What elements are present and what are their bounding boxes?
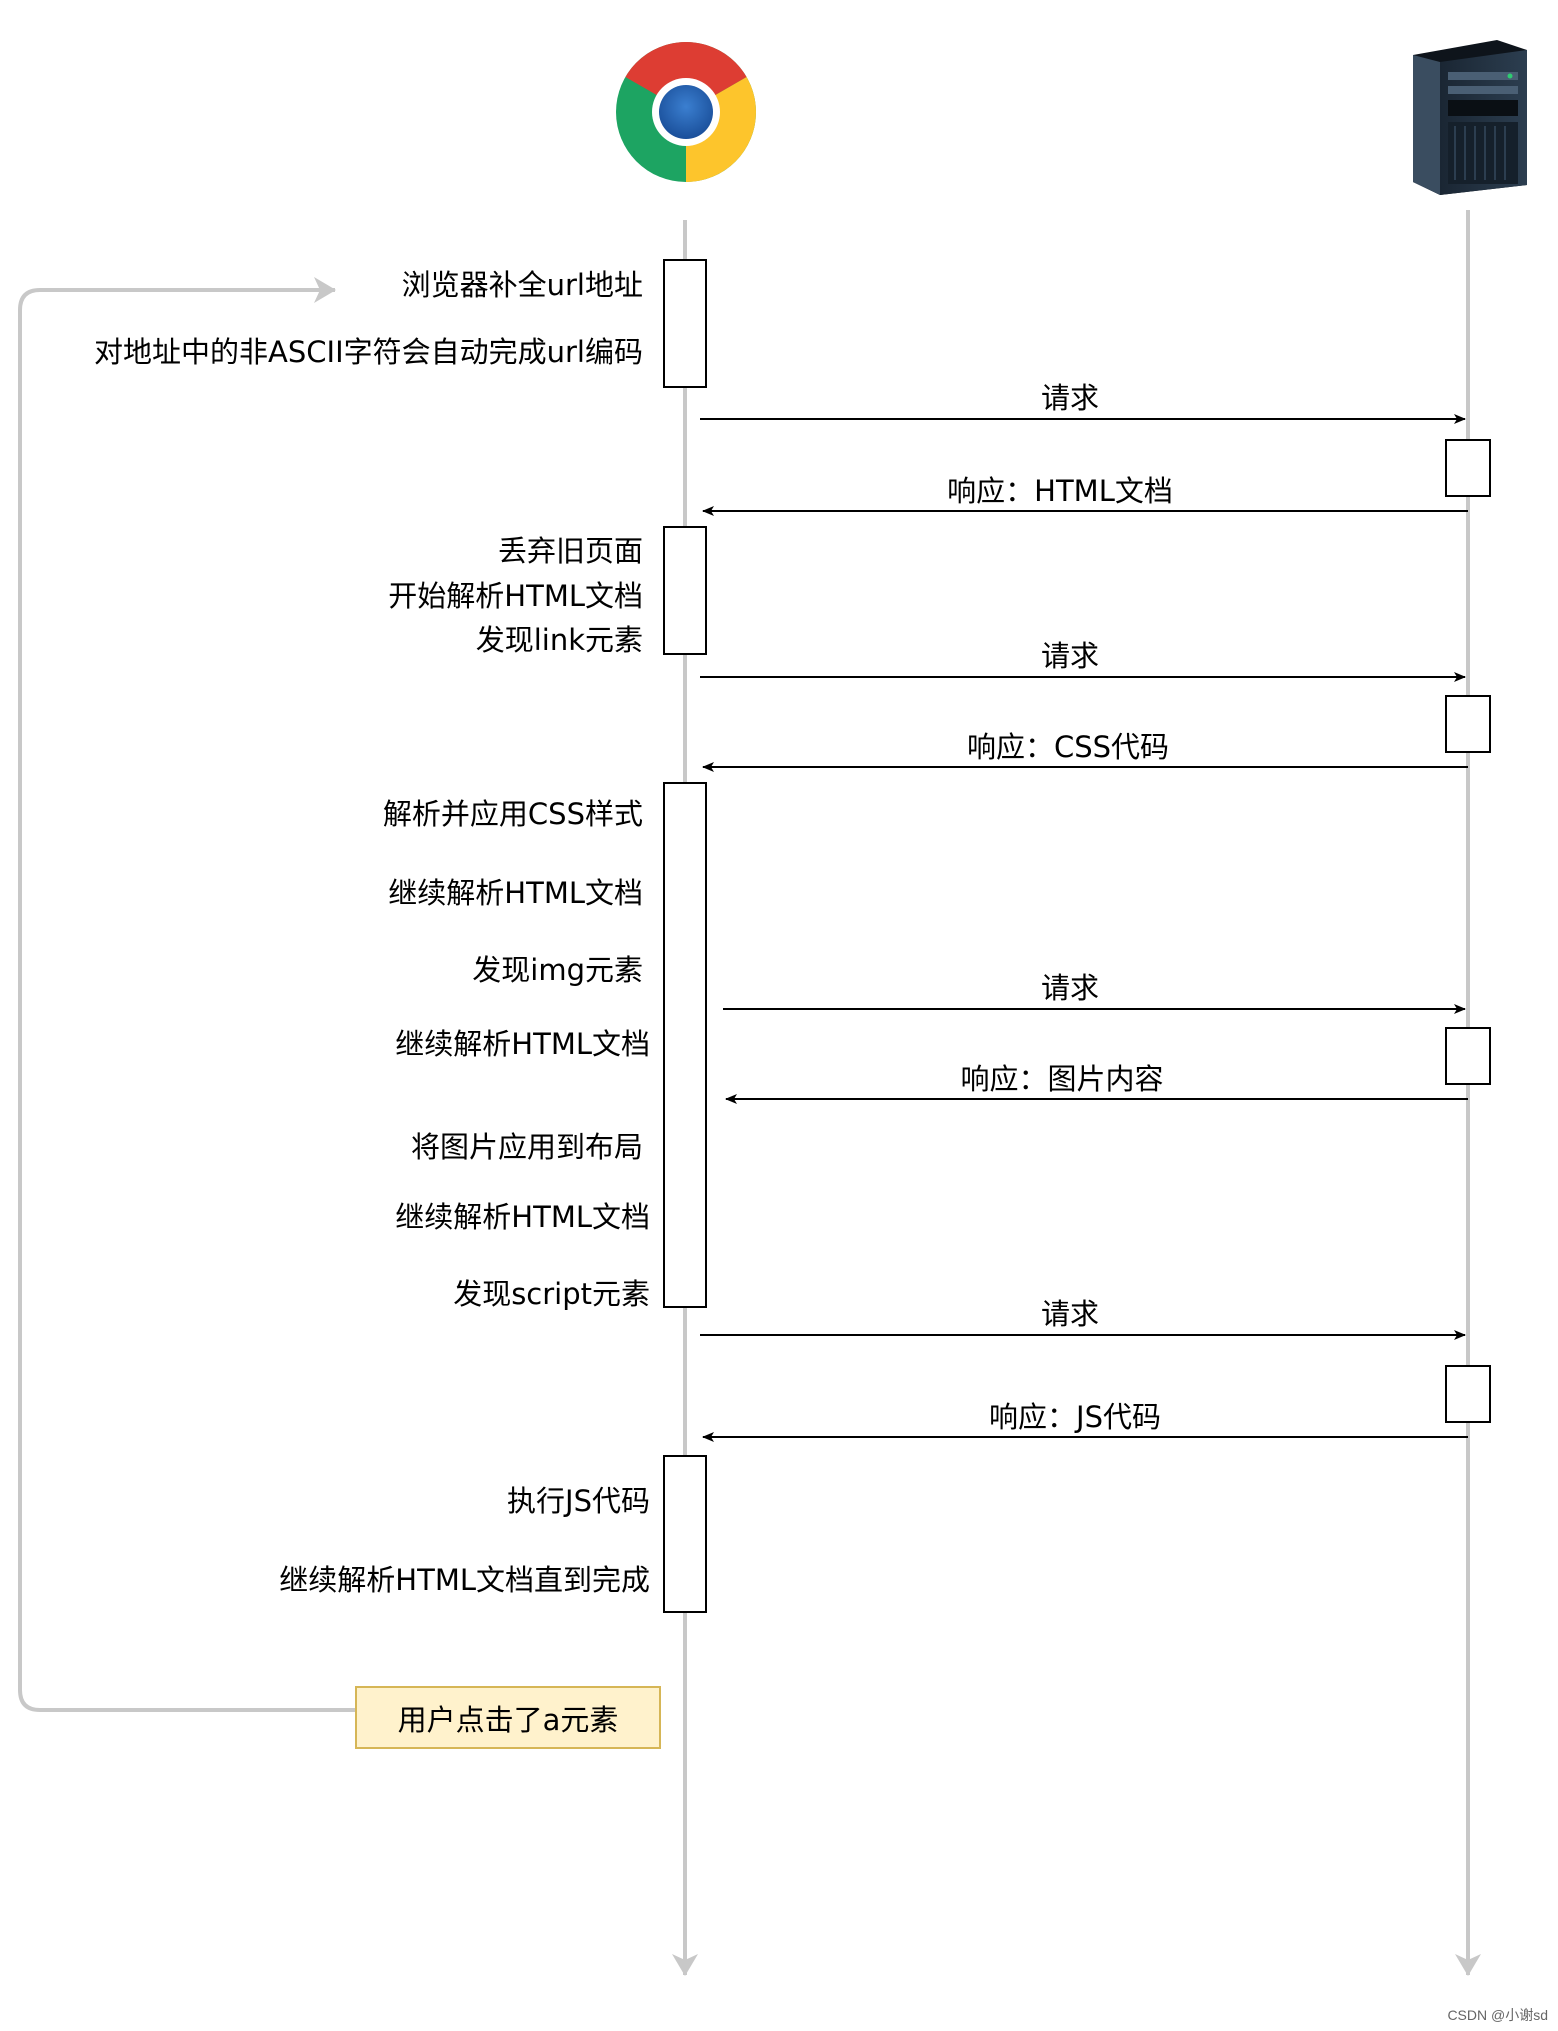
note-start-parsing-html: 开始解析HTML文档 bbox=[388, 579, 643, 613]
server-activation-box bbox=[1445, 1027, 1491, 1085]
note-execute-js: 执行JS代码 bbox=[507, 1484, 650, 1518]
loop-back-line bbox=[18, 277, 355, 1712]
message-label-response-image: 响应：图片内容 bbox=[960, 1062, 1164, 1096]
server-activation-box bbox=[1445, 695, 1491, 753]
event-note-label: 用户点击了a元素 bbox=[397, 1702, 619, 1737]
note-parse-until-complete: 继续解析HTML文档直到完成 bbox=[279, 1563, 650, 1597]
message-label-request: 请求 bbox=[1040, 639, 1100, 673]
server-activation-box bbox=[1445, 439, 1491, 497]
message-label-response-html: 响应：HTML文档 bbox=[947, 474, 1173, 508]
note-found-link-element: 发现link元素 bbox=[475, 623, 643, 657]
note-discard-old-page: 丢弃旧页面 bbox=[497, 534, 643, 568]
client-activation-box bbox=[663, 782, 707, 1308]
message-label-response-js: 响应：JS代码 bbox=[989, 1400, 1161, 1434]
note-apply-image-layout: 将图片应用到布局 bbox=[410, 1130, 643, 1164]
chrome-browser-icon bbox=[616, 42, 756, 182]
note-apply-css: 解析并应用CSS样式 bbox=[382, 797, 643, 831]
footer-watermark: CSDN @小谢sd bbox=[1447, 2007, 1548, 2023]
note-url-encoding: 对地址中的非ASCII字符会自动完成url编码 bbox=[94, 335, 643, 369]
note-continue-parsing-html: 继续解析HTML文档 bbox=[395, 1200, 650, 1234]
server-tower-icon bbox=[1413, 40, 1527, 195]
event-note-click-a-element: 用户点击了a元素 bbox=[355, 1686, 661, 1749]
message-label-request: 请求 bbox=[1040, 381, 1100, 415]
message-label-request: 请求 bbox=[1040, 971, 1100, 1005]
note-found-img-element: 发现img元素 bbox=[472, 953, 643, 987]
client-activation-box bbox=[663, 526, 707, 655]
note-found-script-element: 发现script元素 bbox=[453, 1277, 650, 1311]
message-label-response-css: 响应：CSS代码 bbox=[966, 730, 1170, 764]
message-label-request: 请求 bbox=[1040, 1297, 1100, 1331]
client-activation-box bbox=[663, 259, 707, 388]
note-continue-parsing-html: 继续解析HTML文档 bbox=[395, 1027, 650, 1061]
server-activation-box bbox=[1445, 1365, 1491, 1423]
client-activation-box bbox=[663, 1455, 707, 1613]
note-continue-parsing-html: 继续解析HTML文档 bbox=[388, 876, 643, 910]
note-complete-url: 浏览器补全url地址 bbox=[401, 268, 643, 302]
